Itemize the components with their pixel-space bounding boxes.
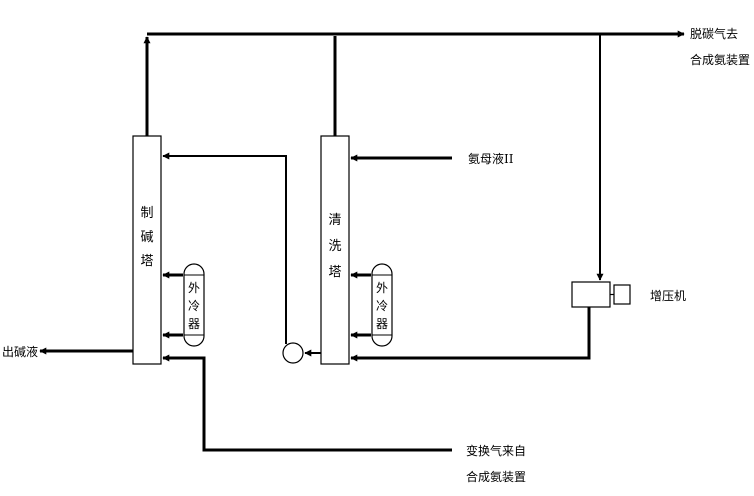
shift-gas-feed-line: [162, 354, 452, 452]
cooler-2: [371, 263, 393, 347]
wash-tower-char-2: 洗: [328, 239, 341, 254]
booster-compressor: [571, 281, 611, 308]
cooler-1-pipes: [162, 271, 183, 339]
booster-to-wash-tower-line: [350, 307, 591, 362]
alkali-tower: [132, 135, 162, 365]
cooler-2-pipes: [350, 271, 371, 339]
pump: [282, 342, 304, 364]
cooler-1-char-3: 器: [188, 317, 200, 331]
cooler-2-char-3: 器: [376, 317, 388, 331]
cooler-1-char-1: 外: [188, 281, 200, 295]
cooler-2-char-2: 冷: [376, 299, 388, 313]
cooler-1-char-2: 冷: [188, 299, 200, 313]
wash-tower-char-1: 清: [328, 213, 341, 228]
cooler-1: [183, 263, 205, 347]
booster-motor: [613, 284, 631, 305]
alkali-outlet-label: 出碱液: [2, 344, 38, 359]
shift-gas-label: 变换气来自: [466, 443, 526, 458]
pump-to-alkali-tower-line: [162, 152, 287, 344]
outlet-gas-label: 脱碳气去: [690, 26, 738, 41]
alkali-tower-char-3: 塔: [140, 254, 153, 269]
cooler-2-char-1: 外: [376, 281, 388, 295]
alkali-tower-char-1: 制: [140, 206, 153, 221]
shift-gas-source-label: 合成氨装置: [466, 469, 526, 484]
booster-label: 增压机: [650, 289, 686, 303]
wash-tower-char-3: 塔: [328, 265, 341, 280]
alkali-tower-char-2: 碱: [140, 230, 153, 245]
outlet-gas-dest-label: 合成氨装置: [690, 52, 750, 67]
ammonia-liquor-label: 氨母液II: [468, 151, 514, 166]
wash-tower: [320, 135, 350, 365]
